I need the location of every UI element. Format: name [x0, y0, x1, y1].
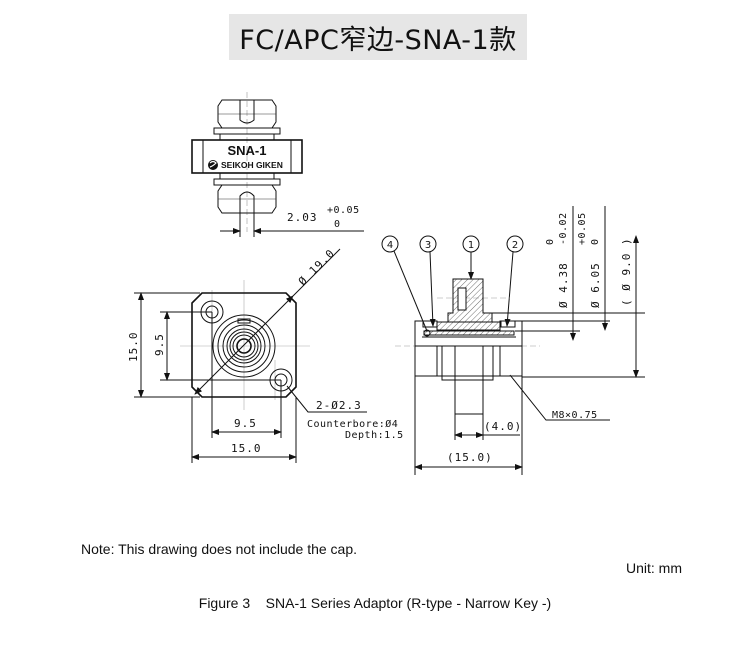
part-2: [500, 320, 516, 328]
seikoh-logo-icon: [208, 160, 218, 170]
svg-text:4: 4: [387, 240, 393, 251]
figure-caption: Figure 3 SNA-1 Series Adaptor (R-type - …: [0, 595, 750, 611]
lower-key-slot: [239, 191, 255, 213]
unit-label: Unit: mm: [626, 560, 682, 576]
sleeve-holder: [436, 321, 501, 331]
section-view: 4 3 1 2: [381, 206, 645, 475]
lower-nut: [217, 184, 277, 214]
title-banner: FC/APC窄边-SNA-1款: [229, 14, 527, 60]
brand-label: SEIKOH GIKEN: [221, 160, 283, 170]
figure-caption-text: Figure 3 SNA-1 Series Adaptor (R-type - …: [198, 595, 552, 611]
key-tol-lower: 0: [334, 219, 341, 230]
key-width-value: 2.03: [287, 211, 318, 224]
dia1-tol-lower: -0.02: [558, 212, 569, 245]
balloon-2: 2: [506, 235, 524, 253]
dia2-tol-upper: +0.05: [577, 212, 588, 245]
counterbore-label: Counterbore:Ø4: [307, 418, 398, 430]
page-title: FC/APC窄边-SNA-1款: [239, 24, 517, 56]
dia2-tol-lower: 0: [590, 238, 601, 245]
width-inner-label: 9.5: [234, 417, 257, 430]
svg-text:2: 2: [512, 240, 518, 251]
length-outer-label: (15.0): [447, 451, 493, 464]
key-tol-upper: +0.05: [327, 205, 360, 216]
part-3: [422, 320, 438, 328]
upper-nut: [217, 99, 277, 129]
width-outer-label: 15.0: [231, 442, 262, 455]
front-view: Ø 19.0 15.0 9.5 9.5 15.0 2-Ø2.3 Counterb…: [127, 247, 404, 463]
length-inner-label: (4.0): [484, 420, 522, 433]
diameter-label: Ø 19.0: [296, 247, 338, 289]
svg-text:3: 3: [425, 240, 431, 251]
dia3-label: ( Ø 9.0 ): [620, 237, 633, 306]
balloon-3: 3: [419, 235, 437, 253]
diameter-line: [194, 295, 294, 395]
leader-4: [393, 250, 428, 332]
thread-body: [414, 345, 523, 377]
hole-callout-leader: [286, 385, 367, 413]
key-slot: [457, 287, 467, 311]
lower-boss: [441, 346, 494, 381]
height-outer-label: 15.0: [127, 332, 140, 363]
height-inner-label: 9.5: [153, 333, 166, 356]
dia1-tol-upper: 0: [545, 238, 556, 245]
leader-3: [429, 251, 436, 327]
leader-2: [504, 251, 514, 327]
top-view: SNA-1 SEIKOH GIKEN 2.03 +0.05 0: [191, 92, 364, 237]
thread-label: M8×0.75: [552, 410, 598, 421]
balloon-1: 1: [462, 235, 480, 253]
drawing-note: Note: This drawing does not include the …: [81, 541, 358, 557]
upper-key-slot: [239, 100, 255, 124]
model-label: SNA-1: [227, 143, 266, 158]
ferrule-sleeve: [454, 345, 484, 415]
dia2-label: Ø 6.05: [589, 262, 602, 308]
dia1-label: Ø 4.38: [557, 262, 570, 308]
hole-callout: 2-Ø2.3: [316, 399, 362, 412]
svg-text:1: 1: [468, 240, 474, 251]
part-4-ring: [423, 330, 515, 336]
diameter-leader: [292, 248, 341, 297]
balloon-4: 4: [381, 235, 399, 253]
part-4-oring: [423, 329, 431, 337]
depth-label: Depth:1.5: [345, 430, 404, 441]
part-1-key: [447, 278, 493, 323]
